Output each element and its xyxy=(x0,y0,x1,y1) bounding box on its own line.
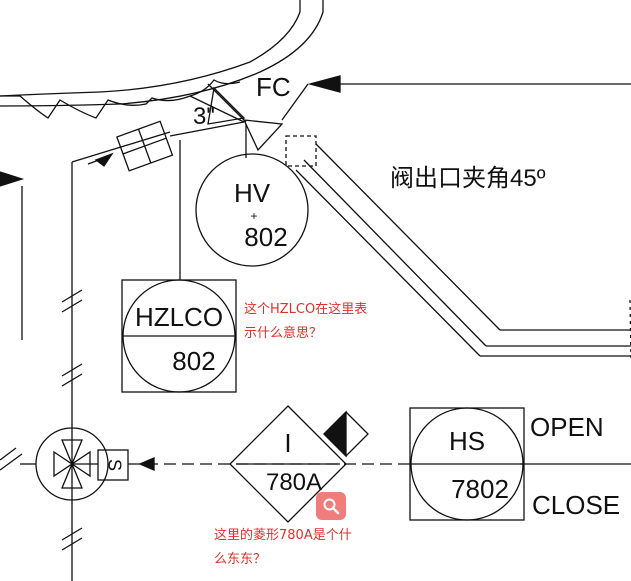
hv-tag: HV xyxy=(234,178,271,208)
line-vessel-to-valve xyxy=(189,95,245,123)
magnifier-icon xyxy=(323,498,340,515)
valve-triangle-top xyxy=(207,86,246,125)
hzlco-question: 这个HZLCO在这里表 示什么意思？ xyxy=(244,298,367,346)
control-valve-body xyxy=(53,450,91,478)
solenoid-label: S xyxy=(104,459,124,471)
valve-box xyxy=(285,135,317,167)
hs-close-label: CLOSE xyxy=(532,490,620,520)
interlock-tag: I xyxy=(284,428,291,458)
search-button[interactable] xyxy=(316,492,346,520)
vessel-scallops xyxy=(0,79,241,119)
valve-angle-note: 阀出口夹角45º xyxy=(390,165,546,192)
hash-marks-left xyxy=(0,289,83,551)
hv-plus: + xyxy=(250,209,257,223)
pipe-size-label: 3" xyxy=(193,103,215,130)
hzlco-tag: HZLCO xyxy=(135,302,223,332)
vessel-outer-wall xyxy=(0,0,324,107)
hs-tag: HS xyxy=(449,426,485,456)
hzlco-question-line1: 这个HZLCO在这里表 xyxy=(244,302,368,317)
left-arrow xyxy=(0,171,25,187)
outlet-pipe-a xyxy=(315,143,501,331)
interlock-number: 780A xyxy=(266,469,322,496)
line-vessel-to-valve-2 xyxy=(207,83,247,123)
vessel-wall xyxy=(0,0,301,97)
hv-balloon xyxy=(195,153,309,267)
hs-open-label: OPEN xyxy=(530,412,604,442)
outlet-pipe-c xyxy=(295,169,481,357)
fc-label: FC xyxy=(256,72,291,102)
diamond-question: 这里的菱形780A是个什 么东东？ xyxy=(214,524,352,572)
interlock-diamond xyxy=(229,405,347,523)
diamond-question-line1: 这里的菱形780A是个什 xyxy=(214,528,352,543)
hzlco-question-line2: 示什么意思？ xyxy=(244,326,323,341)
diamond-question-line2: 么东东？ xyxy=(214,552,267,567)
hv-number: 802 xyxy=(244,222,287,252)
outlet-pipe-b xyxy=(303,159,487,347)
actuator-block xyxy=(116,120,174,172)
valve-triangle-right xyxy=(242,119,284,152)
hzlco-number: 802 xyxy=(172,346,215,376)
solenoid-box xyxy=(97,449,129,481)
hs-number: 7802 xyxy=(451,474,509,504)
